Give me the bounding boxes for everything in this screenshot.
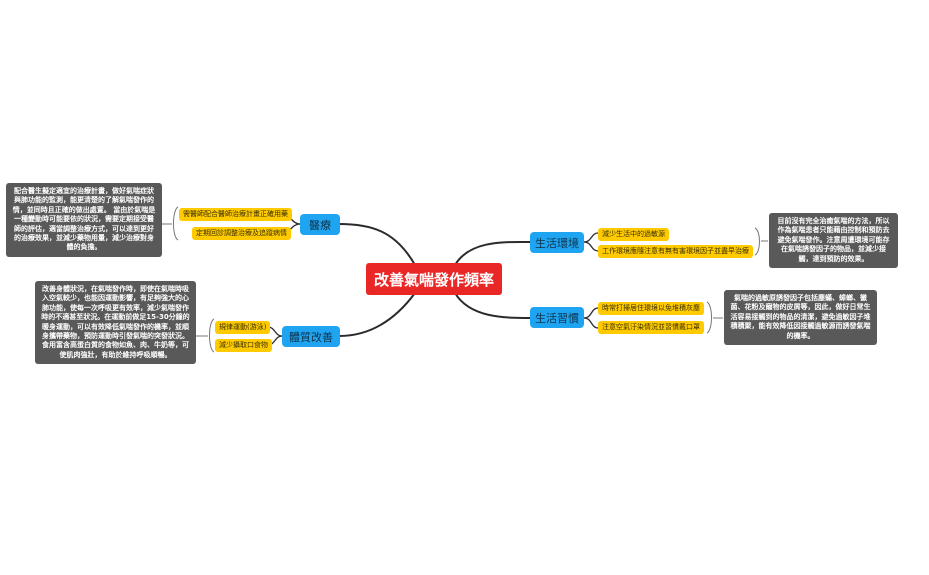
leaf-habits-2[interactable]: 注意空氣汙染情況並習慣戴口罩 — [598, 321, 704, 334]
leaf-physique-1[interactable]: 規律運動(游泳) — [215, 321, 271, 334]
note-medical: 配合醫生擬定適宜的治療計畫，做好氣喘症狀與肺功能的監測，能更清楚的了解氣喘發作的… — [6, 183, 162, 257]
branch-environment[interactable]: 生活環境 — [530, 232, 584, 253]
branch-medical[interactable]: 醫療 — [300, 214, 340, 235]
leaf-physique-2[interactable]: 減少攝取口食物 — [215, 339, 272, 352]
leaf-habits-1[interactable]: 時常打掃居住環境以免堆積灰塵 — [598, 302, 704, 315]
note-environment: 目前沒有完全治癒氣喘的方法，所以作為氣喘患者只能藉由控制和預防去避免氣喘發作。注… — [769, 213, 898, 269]
central-topic[interactable]: 改善氣喘發作頻率 — [366, 263, 502, 295]
branch-physique[interactable]: 體質改善 — [282, 326, 340, 347]
leaf-medical-2[interactable]: 定期回診調整治療及追蹤病情 — [192, 227, 291, 240]
note-habits: 氣喘的過敏原誘發因子包括塵蟎、蟑螂、黴菌、花粉及寵物的皮屑等，因此，做好日常生活… — [724, 290, 877, 346]
leaf-medical-1[interactable]: 需醫師配合醫師治療計畫正確用藥 — [179, 208, 292, 221]
note-physique: 改善身體狀況，在氣喘發作時，即使在氣喘時吸入空氣較少，也能因運動影響，有足夠強大… — [35, 281, 196, 365]
leaf-environment-2[interactable]: 工作環境應隨注意有無有害環境因子並盡早治療 — [598, 245, 753, 258]
leaf-environment-1[interactable]: 減少生活中的過敏源 — [598, 228, 669, 241]
branch-habits[interactable]: 生活習慣 — [530, 307, 584, 328]
